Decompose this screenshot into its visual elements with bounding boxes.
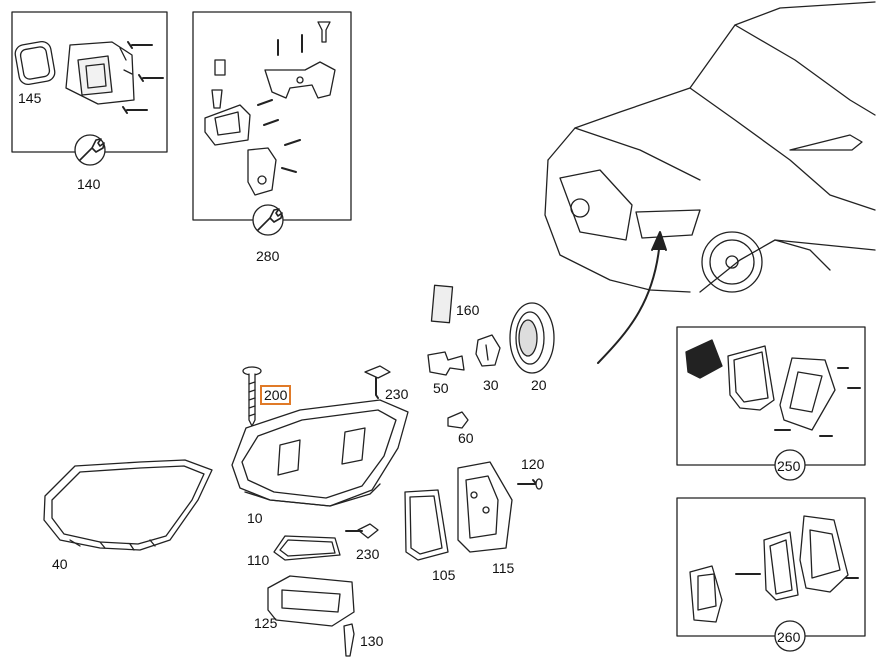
gasket-110[interactable] (273, 535, 341, 561)
parts-250[interactable] (685, 339, 861, 437)
group-label-250[interactable]: 250 (777, 458, 801, 474)
group-label-140[interactable]: 140 (77, 176, 101, 192)
part-label-230-bottom[interactable]: 230 (356, 546, 380, 562)
seal-ring-145[interactable] (14, 40, 56, 86)
part-label-110[interactable]: 110 (247, 552, 270, 568)
screw-130[interactable] (343, 623, 355, 657)
screw-120[interactable] (517, 478, 543, 490)
wrench-icon (252, 204, 284, 236)
screw-200[interactable] (242, 366, 262, 427)
housing-40[interactable] (43, 459, 213, 551)
module-125[interactable] (267, 575, 355, 627)
headlamp-10[interactable] (231, 399, 409, 507)
part-label-50[interactable]: 50 (433, 380, 449, 396)
part-label-160[interactable]: 160 (456, 302, 480, 318)
ballast-module-140[interactable] (65, 41, 135, 105)
part-label-230-top[interactable]: 230 (385, 386, 409, 402)
group-label-280[interactable]: 280 (256, 248, 280, 264)
bulb-holder-30[interactable] (475, 334, 501, 367)
pointer-arrow (597, 231, 667, 364)
part-label-20[interactable]: 20 (531, 377, 547, 393)
bulb-60[interactable] (447, 411, 469, 429)
parts-260[interactable] (689, 515, 859, 623)
part-label-200-selected[interactable]: 200 (260, 385, 292, 405)
part-label-10[interactable]: 10 (247, 510, 263, 526)
part-label-125[interactable]: 125 (254, 615, 278, 631)
part-label-40[interactable]: 40 (52, 556, 68, 572)
screw-230-top[interactable] (364, 365, 391, 399)
bulb-50[interactable] (427, 351, 465, 376)
part-label-145[interactable]: 145 (18, 90, 42, 106)
car-illustration (544, 1, 876, 293)
screws-140[interactable] (122, 41, 164, 114)
bracket-parts-280[interactable] (204, 21, 336, 196)
part-label-30[interactable]: 30 (483, 377, 499, 393)
cover-cap-20[interactable] (509, 302, 555, 374)
part-label-60[interactable]: 60 (458, 430, 474, 446)
group-label-260[interactable]: 260 (777, 629, 801, 645)
label-sticker-160[interactable] (430, 284, 454, 324)
part-label-105[interactable]: 105 (432, 567, 456, 583)
group-250-badge (774, 449, 806, 481)
control-unit-115[interactable] (457, 461, 513, 553)
part-label-115[interactable]: 115 (492, 560, 515, 576)
part-label-120[interactable]: 120 (521, 456, 545, 472)
screw-230-bottom[interactable] (345, 523, 379, 539)
wrench-icon (74, 134, 106, 166)
part-label-130[interactable]: 130 (360, 633, 384, 649)
gasket-105[interactable] (404, 489, 449, 561)
group-260-badge (774, 620, 806, 652)
